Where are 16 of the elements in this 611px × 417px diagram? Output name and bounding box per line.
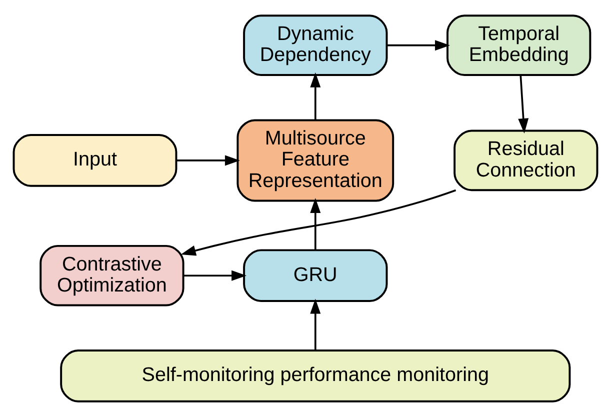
arrow [310,198,321,250]
arrow [180,189,456,256]
node-box: Dynamic Dependency [243,14,388,76]
arrow [386,40,450,51]
node-box: GRU [243,249,388,302]
node-box: Input [12,134,178,187]
node-box: Multisource Feature Representation [236,119,394,202]
arrow [310,72,321,120]
node-box: Residual Connection [454,130,598,192]
arrow [176,155,240,166]
arrow [518,75,529,134]
arrow [310,298,321,350]
arrow [183,270,247,281]
node-box: Contrastive Optimization [40,244,184,306]
node-box: Temporal Embedding [446,14,592,76]
node-box: Self-monitoring performance monitoring [60,350,571,402]
